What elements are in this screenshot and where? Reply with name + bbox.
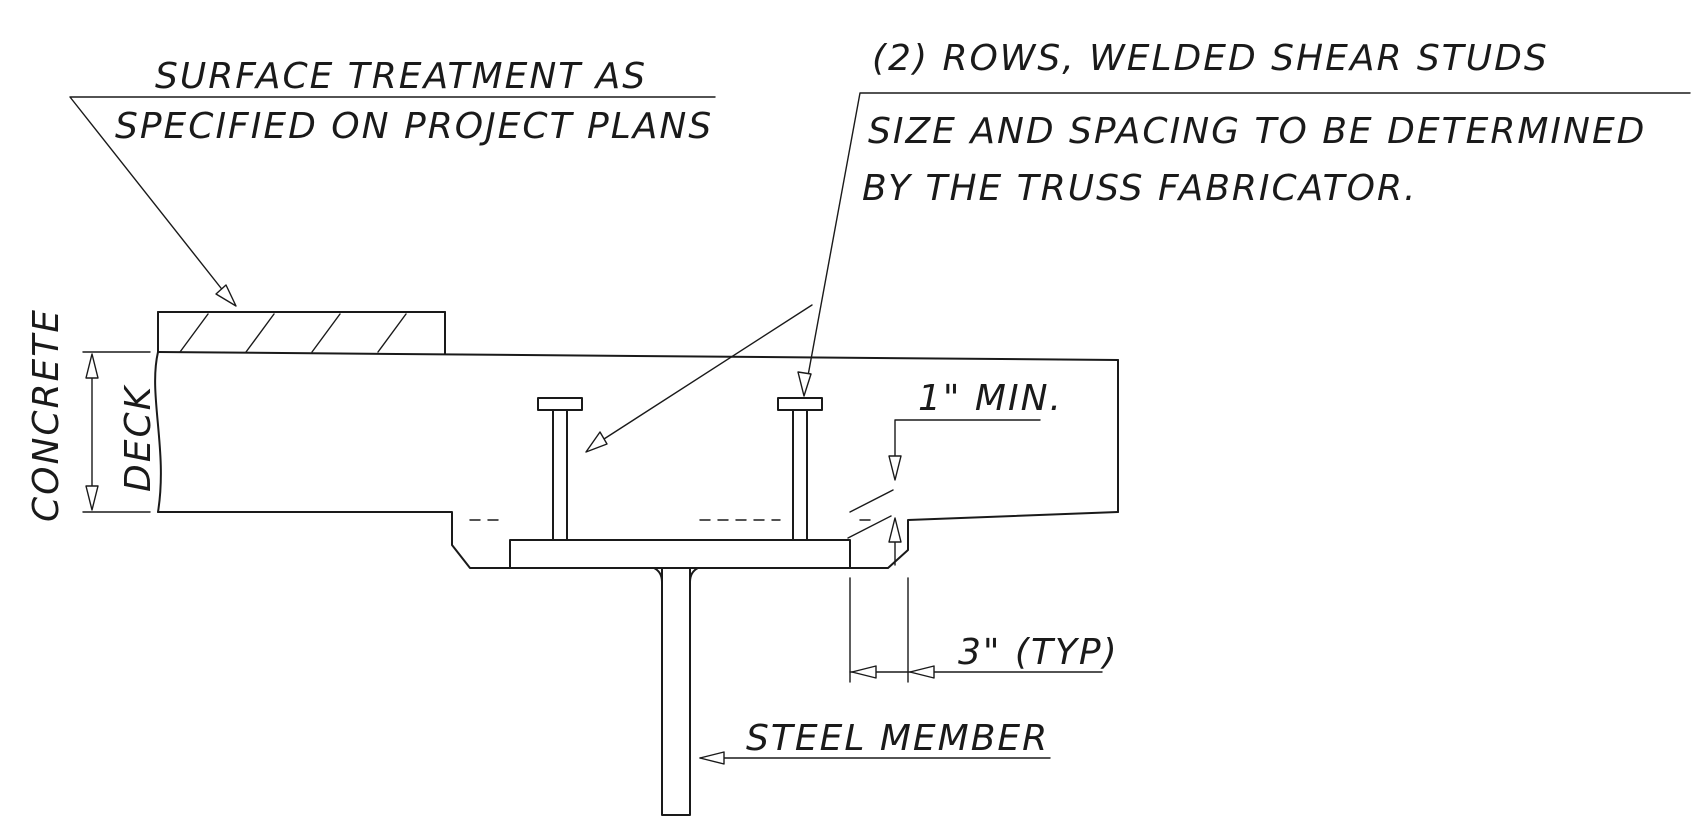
top-flange-plate (509, 539, 851, 569)
surface-treatment-leader (69, 96, 716, 307)
steel-member-label: STEEL MEMBER (746, 718, 1049, 759)
shear-stud-left (537, 397, 583, 541)
shear-studs-label-line3: BY THE TRUSS FABRICATOR. (862, 168, 1417, 209)
min-clearance-label: 1" MIN. (918, 378, 1063, 419)
shear-stud-right (777, 397, 823, 541)
concrete-deck-slab (154, 351, 1119, 569)
shear-stud-leader (585, 92, 1691, 453)
steel-member-web (661, 567, 691, 816)
edge-distance-dimension (849, 577, 1103, 683)
deck-label-deck: DECK (118, 384, 159, 492)
surface-treatment-label-line1: SURFACE TREATMENT AS (155, 56, 647, 97)
surface-treatment-layer (157, 311, 446, 355)
deck-label-concrete: CONCRETE (26, 308, 67, 522)
edge-distance-label: 3" (TYP) (958, 632, 1119, 673)
surface-treatment-label-line2: SPECIFIED ON PROJECT PLANS (115, 106, 713, 147)
min-clearance-dimension (847, 419, 1041, 566)
shear-studs-label-line2: SIZE AND SPACING TO BE DETERMINED (868, 111, 1646, 152)
deck-thickness-dimension (82, 351, 151, 513)
shear-studs-label-line1: (2) ROWS, WELDED SHEAR STUDS (872, 38, 1549, 79)
steel-member-leader (699, 751, 1051, 765)
